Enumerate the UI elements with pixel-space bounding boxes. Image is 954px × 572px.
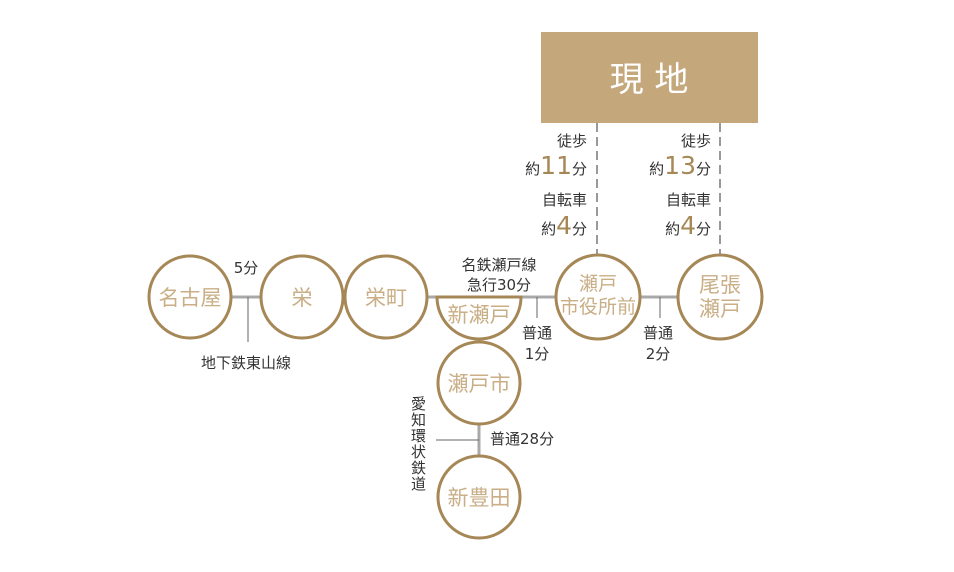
local-time-1: 1分 xyxy=(525,345,550,363)
higashiyama-line-label: 地下鉄東山線 xyxy=(201,354,291,372)
aichi-line-label: 愛知環状鉄道 xyxy=(409,396,427,492)
svg-text:約4分: 約4分 xyxy=(541,211,587,240)
station-label: 栄町 xyxy=(365,286,407,310)
station-label: 栄 xyxy=(292,286,313,310)
svg-text:約4分: 約4分 xyxy=(665,211,711,240)
station-shintoyota[interactable]: 新豊田 xyxy=(436,454,522,540)
walk-label: 徒歩 xyxy=(557,132,587,150)
station-setoshi[interactable]: 瀬戸市 xyxy=(436,340,522,426)
station-label: 新豊田 xyxy=(448,486,511,510)
station-owari-seto[interactable]: 尾張 瀬戸 xyxy=(676,253,764,341)
station-label: 瀬戸 xyxy=(579,273,617,295)
walk-label: 徒歩 xyxy=(681,132,711,150)
station-nagoya[interactable]: 名古屋 xyxy=(147,254,233,340)
station-sakaemachi[interactable]: 栄町 xyxy=(343,254,429,340)
meitetsu-time: 急行30分 xyxy=(467,276,531,294)
bike-minutes: 4 xyxy=(556,211,572,240)
station-label: 新瀬戸 xyxy=(448,303,511,327)
minutes-unit: 分 xyxy=(572,160,587,178)
meitetsu-line-label: 名鉄瀬戸線 xyxy=(461,256,536,274)
access-info-1: 徒歩 約11分 自転車 約4分 xyxy=(525,132,587,240)
approx-label: 約 xyxy=(525,160,540,178)
station-label: 尾張 xyxy=(699,273,741,297)
minutes-unit: 分 xyxy=(572,220,587,238)
station-label: 市役所前 xyxy=(560,296,636,318)
access-info-2: 徒歩 約13分 自転車 約4分 xyxy=(649,132,711,240)
station-label: 名古屋 xyxy=(159,286,222,310)
local-label-1: 普通 xyxy=(522,324,552,342)
svg-text:約13分: 約13分 xyxy=(649,151,711,180)
aichi-time: 普通28分 xyxy=(490,430,554,448)
station-label: 瀬戸 xyxy=(699,297,741,321)
bike-label: 自転車 xyxy=(542,191,587,209)
bike-minutes: 4 xyxy=(680,211,696,240)
approx-label: 約 xyxy=(665,220,680,238)
svg-text:約11分: 約11分 xyxy=(525,151,587,180)
walk-minutes: 11 xyxy=(540,151,572,180)
station-seto-shiyakusho-mae[interactable]: 瀬戸 市役所前 xyxy=(554,253,642,341)
higashiyama-time: 5分 xyxy=(234,259,259,277)
station-label: 瀬戸市 xyxy=(448,372,511,396)
minutes-unit: 分 xyxy=(696,160,711,178)
local-label-2: 普通 xyxy=(643,324,673,342)
destination-label: 現 地 xyxy=(610,60,689,100)
approx-label: 約 xyxy=(541,220,556,238)
walk-minutes: 13 xyxy=(664,151,696,180)
local-time-2: 2分 xyxy=(646,345,671,363)
minutes-unit: 分 xyxy=(696,220,711,238)
station-sakae[interactable]: 栄 xyxy=(259,254,345,340)
destination-box xyxy=(541,32,758,123)
approx-label: 約 xyxy=(649,160,664,178)
bike-label: 自転車 xyxy=(666,191,711,209)
station-shinseto[interactable]: 新瀬戸 xyxy=(435,295,523,341)
